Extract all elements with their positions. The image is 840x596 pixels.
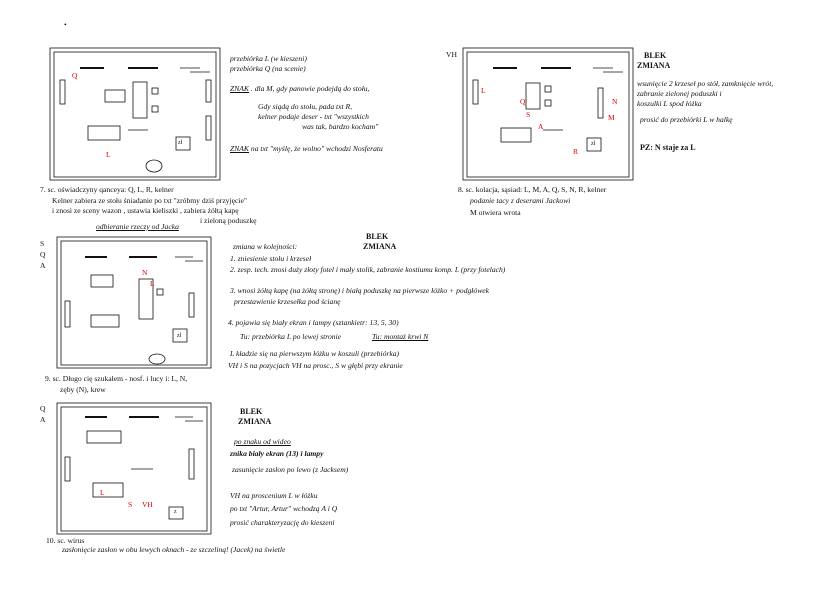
s7-cue-1: Gdy siądą do stołu, pada txt R, bbox=[258, 102, 353, 111]
s7-znak-1: ZNAK . dla M, gdy panowie podejdą do sto… bbox=[230, 84, 370, 93]
actor-q: Q bbox=[520, 97, 526, 106]
s8-caption: 8. sc. kolacja, sąsiad: L, M, A, Q, S, N… bbox=[458, 185, 607, 194]
stage-plan-8 bbox=[462, 47, 634, 181]
s8-desc-2: M otwiera wrota bbox=[470, 208, 521, 217]
s9-item-3b: przestawienie krzesełka pod ścianę bbox=[234, 297, 341, 306]
actor-l: L bbox=[106, 150, 111, 159]
s8-note-3: koszulki L spod łóżka bbox=[637, 99, 702, 108]
zl-label: zł bbox=[177, 333, 182, 339]
s7-desc-2: i znosi ze sceny wazon , ustawia kielisz… bbox=[52, 206, 239, 215]
actor-l: L bbox=[100, 488, 105, 497]
s9-koszula: L kładzie się na pierwszym łóżku w koszu… bbox=[230, 349, 400, 358]
s9-tu-1: Tu: przebiórka L po lewej stronie bbox=[240, 332, 342, 341]
s10-side-a: A bbox=[40, 415, 46, 424]
actor-vh: VH bbox=[142, 500, 153, 509]
s9-caption-2: zęby (N), krew bbox=[60, 385, 106, 394]
stage-plan-9 bbox=[56, 236, 212, 369]
s7-znak-2: ZNAK na txt "myślę, że wolno" wchodzi No… bbox=[230, 144, 383, 153]
actor-q: Q bbox=[72, 71, 78, 80]
s9-item-3: 3. wnosi żółtą kapę (na żółtą stronę) i … bbox=[230, 286, 490, 295]
s10-zmiana: ZMIANA bbox=[238, 417, 272, 426]
s8-zmiana: ZMIANA bbox=[637, 61, 671, 70]
s7-desc-1: Kelner zabiera ze stołu śniadanie po txt… bbox=[52, 196, 247, 205]
s9-tu-2: Tu: montaż krwi N bbox=[372, 332, 429, 341]
s9-caption: 9. sc. Długo cię szukałem - nosf. i lucy… bbox=[45, 374, 188, 383]
s7-cue-3: was tak, bardzo kocham" bbox=[302, 122, 379, 131]
s10-blek: BLEK bbox=[240, 407, 263, 416]
s7-under-note: odbieranie rzeczy od Jacka bbox=[96, 222, 179, 231]
s7-note-2: przebiórka Q (na scenie) bbox=[230, 64, 306, 73]
s8-note-2: zabranie zielonej poduszki i bbox=[637, 89, 722, 98]
actor-l: L bbox=[481, 86, 486, 95]
header-mark: • bbox=[64, 20, 67, 29]
s10-artur: po txt "Artur, Artur" wchodzą A i Q bbox=[230, 504, 338, 513]
stage-plan-10 bbox=[56, 402, 212, 535]
s8-pz: PZ: N staje za L bbox=[640, 143, 696, 152]
s9-side-q: Q bbox=[40, 250, 46, 259]
s8-vh: VH bbox=[446, 50, 457, 59]
actor-s: S bbox=[526, 110, 531, 119]
s9-item-2: 2. zesp. tech. znosi duży złoty fotel i … bbox=[230, 265, 506, 274]
s10-zaslon: zasunięcie zasłon po lewo (z Jacksem) bbox=[232, 465, 349, 474]
zl-label: zł bbox=[591, 141, 596, 147]
z-label: z bbox=[174, 509, 177, 515]
s8-blek: BLEK bbox=[644, 51, 667, 60]
actor-n: N bbox=[142, 268, 148, 277]
s9-zmiana: ZMIANA bbox=[363, 242, 397, 251]
actor-s: S bbox=[128, 500, 133, 509]
s9-order: zmiana w kolejności: bbox=[233, 242, 298, 251]
s9-vhs: VH i S na pozycjach VH na prosc., S w gł… bbox=[228, 361, 403, 370]
s9-blek: BLEK bbox=[366, 232, 389, 241]
s7-cue-2: kelner podaje deser - txt "wszystkich bbox=[258, 112, 369, 121]
s8-note-1: wsunięcie 2 krzeseł po stół, zamknięcie … bbox=[637, 79, 774, 88]
s10-bottom: zasłonięcie zasłon w obu lewych oknach -… bbox=[62, 545, 286, 554]
actor-a: A bbox=[538, 122, 544, 131]
s10-ekran: znika biały ekran (13) i lampy bbox=[230, 449, 324, 458]
s10-caption: 10. sc. wirus bbox=[46, 536, 85, 545]
s10-wideo: po znaku od wideo bbox=[234, 437, 291, 446]
s7-desc-3: i zieloną poduszkę bbox=[200, 216, 257, 225]
actor-m: M bbox=[608, 113, 615, 122]
s7-note-1: przebiórka L (w kieszeni) bbox=[230, 54, 307, 63]
actor-n: N bbox=[612, 97, 618, 106]
s10-prosic: prosić charakteryzację do kieszeni bbox=[230, 518, 335, 527]
s9-item-4: 4. pojawia się biały ekran i lampy (szta… bbox=[228, 318, 399, 327]
s8-halk: prosić do przebiórki L w halkę bbox=[640, 115, 733, 124]
s8-desc-1: podanie tacy z deserami Jackowi bbox=[470, 196, 571, 205]
s10-side-q: Q bbox=[40, 404, 46, 413]
s10-vh: VH na proscenium L w łóżku bbox=[230, 491, 318, 500]
actor-l: L bbox=[150, 279, 155, 288]
s9-item-1: 1. zniesienie stołu i krzeseł bbox=[230, 254, 312, 263]
s9-side-a: A bbox=[40, 261, 46, 270]
actor-r: R bbox=[573, 147, 579, 156]
s9-side-s: S bbox=[40, 239, 45, 248]
s7-caption: 7. sc. oświadczyny qanceya: Q, L, R, kel… bbox=[40, 185, 174, 194]
stage-plan-7 bbox=[49, 47, 221, 181]
zl-label: zł bbox=[178, 140, 183, 146]
